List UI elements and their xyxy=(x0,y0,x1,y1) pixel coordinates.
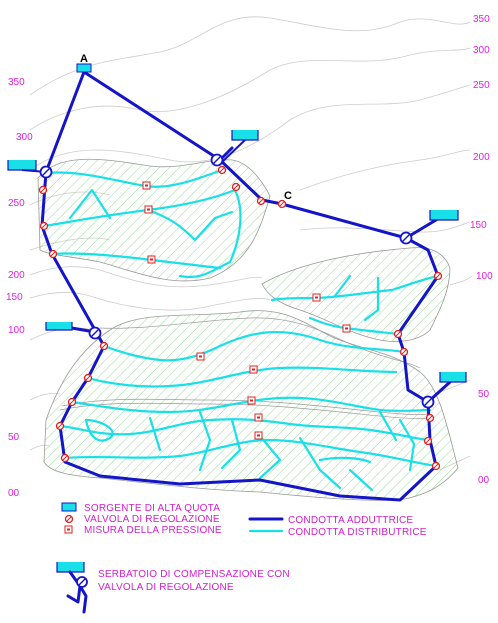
distribution-network xyxy=(42,168,440,492)
contour-label-300-left: 300 xyxy=(16,132,33,143)
contour-label-100-right: 100 xyxy=(476,271,493,282)
pressure-points xyxy=(142,181,351,440)
contour-label-150-right: 150 xyxy=(470,220,487,231)
legend-adduttrice-label: CONDOTTA ADDUTTRICE xyxy=(288,515,413,526)
pressure-gauge-icon xyxy=(196,352,205,361)
source-tank-a xyxy=(76,63,92,73)
legend: SORGENTE DI ALTA QUOTA VALVOLA DI REGOLA… xyxy=(56,502,427,614)
regulation-valve-icon xyxy=(277,199,287,209)
contour-labels-right: 350 300 250 200 150 100 50 00 xyxy=(470,14,493,486)
valve-icon xyxy=(399,231,413,245)
service-zones xyxy=(37,158,459,501)
regulation-valve-icon xyxy=(60,453,70,463)
contour-label-150-left: 150 xyxy=(6,292,23,303)
regulation-valve-icon xyxy=(217,165,227,175)
regulation-valve-icon xyxy=(55,421,65,431)
contour-label-250-right: 250 xyxy=(473,80,490,91)
legend-source-label: SORGENTE DI ALTA QUOTA xyxy=(84,503,220,514)
regulation-valve-icon xyxy=(399,347,409,357)
pressure-gauge-icon xyxy=(312,293,321,302)
regulation-valve-icon xyxy=(423,436,433,446)
valve-icon xyxy=(421,395,435,409)
regulation-valve-icon xyxy=(431,461,441,471)
compensation-tank-lower-right xyxy=(439,372,467,383)
regulation-valve-icon xyxy=(256,196,266,206)
contour-label-00-left: 00 xyxy=(8,488,20,499)
pressure-gauge-icon xyxy=(254,431,263,440)
compensation-tank-left-lower xyxy=(45,322,73,331)
valve-icon xyxy=(39,165,53,179)
legend-adduttrice: CONDOTTA ADDUTTRICE xyxy=(248,515,413,526)
legend-distributrice: CONDOTTA DISTRIBUTRICE xyxy=(248,527,427,538)
contour-label-200-right: 200 xyxy=(473,152,490,163)
pressure-gauge-icon xyxy=(254,413,263,422)
contour-label-00-right: 00 xyxy=(478,475,490,486)
regulation-valve-icon xyxy=(67,397,77,407)
legend-distributrice-label: CONDOTTA DISTRIBUTRICE xyxy=(288,527,427,538)
tanks xyxy=(7,63,467,383)
contour-labels-left: 350 300 250 200 150 100 50 00 xyxy=(6,77,33,499)
regulation-valve-icon xyxy=(425,413,435,423)
contour-label-350-right: 350 xyxy=(473,14,490,25)
contour-label-350-left: 350 xyxy=(8,77,25,88)
pressure-gauge-icon xyxy=(142,181,151,190)
compensation-tank-top-right xyxy=(221,130,259,163)
regulation-valve-icon xyxy=(393,329,403,339)
regulation-valves xyxy=(38,165,443,471)
contour-label-300-right: 300 xyxy=(473,45,490,56)
legend-tank-label-1: SERBATOIO DI COMPENSAZIONE CON xyxy=(98,569,290,580)
regulation-valve-icon xyxy=(433,271,443,281)
supply-valves xyxy=(39,153,435,409)
contour-label-250-left: 250 xyxy=(8,198,25,209)
contour-label-50-left: 50 xyxy=(8,432,20,443)
contour-label-50-right: 50 xyxy=(478,389,490,400)
point-label-a: A xyxy=(80,53,88,65)
pressure-gauge-icon xyxy=(147,255,156,264)
regulation-valve-icon xyxy=(48,249,58,259)
regulation-valve-icon xyxy=(99,341,109,351)
regulation-valve-icon xyxy=(39,221,49,231)
compensation-tank-right xyxy=(429,210,459,221)
contour-label-100-left: 100 xyxy=(8,325,25,336)
zone-upper-left xyxy=(37,158,271,282)
regulation-valve-icon xyxy=(231,182,241,192)
valve-icon xyxy=(88,326,102,340)
legend-source: SORGENTE DI ALTA QUOTA xyxy=(61,502,220,514)
legend-tank: SERBATOIO DI COMPENSAZIONE CON VALVOLA D… xyxy=(56,562,290,614)
point-label-c: C xyxy=(284,190,292,202)
regulation-valve-icon xyxy=(38,185,48,195)
pressure-gauge-icon xyxy=(247,396,256,405)
legend-pressure: MISURA DELLA PRESSIONE xyxy=(64,525,222,536)
legend-valve: VALVOLA DI REGOLAZIONE xyxy=(64,514,220,525)
legend-valve-label: VALVOLA DI REGOLAZIONE xyxy=(84,514,220,525)
regulation-valve-icon xyxy=(83,373,93,383)
pressure-gauge-icon xyxy=(249,365,258,374)
contour-label-200-left: 200 xyxy=(8,270,25,281)
pressure-gauge-icon xyxy=(342,324,351,333)
legend-pressure-label: MISURA DELLA PRESSIONE xyxy=(84,525,222,536)
valve-icon xyxy=(210,153,224,167)
legend-tank-label-2: VALVOLA DI REGOLAZIONE xyxy=(98,582,234,593)
pressure-gauge-icon xyxy=(144,205,153,214)
